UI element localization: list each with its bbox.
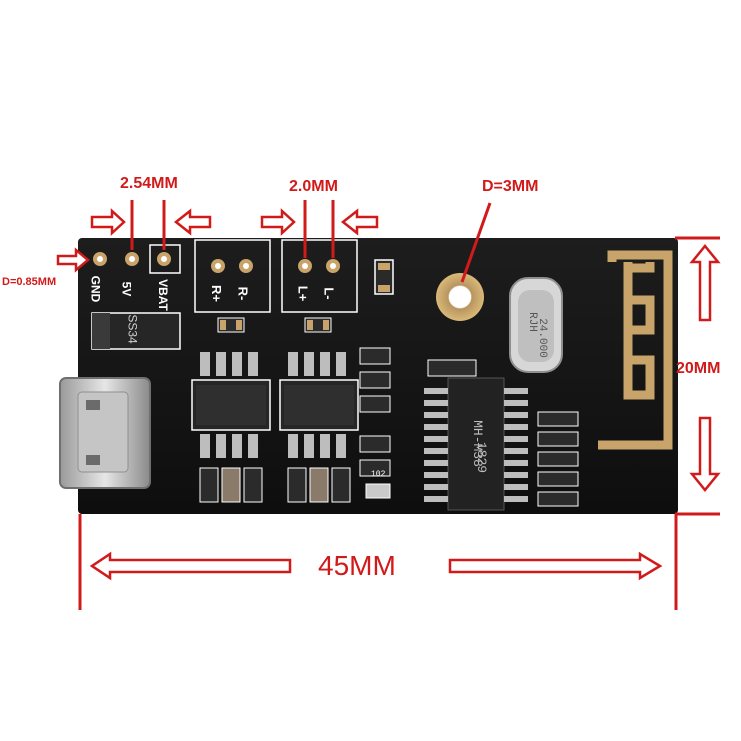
bluetooth-chip	[424, 377, 528, 511]
dimension-arrows	[56, 208, 721, 581]
bt-chip-code: 1829	[474, 441, 490, 474]
silk-gnd: GND	[88, 275, 103, 303]
smd-parts-top	[217, 317, 332, 333]
l-pad-box	[281, 239, 358, 313]
r-pad-box	[194, 239, 271, 313]
amplifier-ic-left	[191, 352, 271, 458]
silk-r-plus: R+	[208, 285, 224, 302]
silk-l-minus: L-	[321, 287, 337, 300]
silk-diode: SS34	[125, 314, 140, 344]
crystal-oscillator	[509, 277, 563, 373]
crystal-frequency: 24.000	[535, 318, 548, 358]
width-label: 45MM	[318, 550, 396, 581]
silk-l-plus: L+	[295, 285, 311, 302]
silk-vbat: VBAT	[155, 279, 170, 311]
pin-hole-label: D=0.85MM	[2, 276, 57, 288]
dimension-lines	[78, 200, 720, 610]
height-label: 20MM	[676, 360, 721, 377]
amplifier-ic-right	[279, 352, 359, 458]
smd-right	[537, 411, 579, 507]
pad-pitch-label: 2.0MM	[289, 178, 338, 195]
resistor-code: 102	[371, 470, 386, 479]
antenna-trace	[598, 250, 673, 450]
silk-5v: 5V	[119, 281, 134, 297]
smd-parts-bottom	[199, 467, 351, 503]
hole-diameter-label: D=3MM	[482, 178, 539, 195]
silk-r-minus: R-	[235, 286, 251, 301]
pin-pitch-label: 2.54MM	[120, 175, 178, 192]
usb-connector	[59, 377, 151, 489]
header-pins	[93, 244, 181, 274]
smd-column	[359, 347, 477, 499]
